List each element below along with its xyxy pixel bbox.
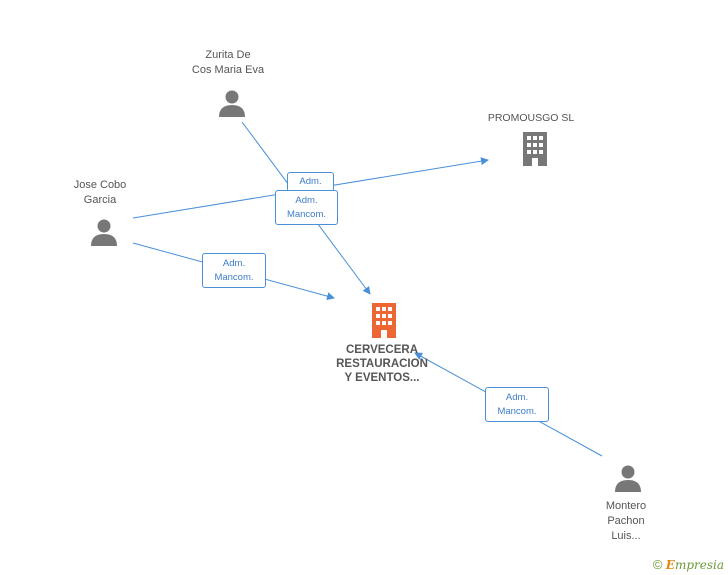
- building-icon[interactable]: [368, 303, 400, 338]
- node-label-promousgo[interactable]: PROMOUSGO SL: [487, 112, 575, 124]
- person-icon[interactable]: [217, 89, 247, 119]
- edge-label-montero-cervecera[interactable]: Adm. Mancom.: [485, 387, 549, 422]
- brand-logo: Empresia: [665, 558, 724, 572]
- copyright-symbol: ©: [652, 557, 663, 572]
- edge-label-jose-cervecera[interactable]: Adm. Mancom.: [202, 253, 266, 288]
- node-label-jose[interactable]: Jose Cobo Garcia: [73, 179, 127, 206]
- node-label-montero[interactable]: Montero Pachon Luis...: [605, 500, 647, 542]
- edge-label-zurita-cervecera[interactable]: Adm. Mancom.: [275, 190, 338, 225]
- person-icon[interactable]: [89, 218, 119, 248]
- edge-label-jose-promousgo[interactable]: Adm.: [287, 172, 334, 192]
- footer-watermark: © Empresia: [653, 557, 724, 572]
- node-label-zurita[interactable]: Zurita De Cos Maria Eva: [191, 49, 265, 76]
- building-icon[interactable]: [520, 132, 550, 166]
- person-icon[interactable]: [613, 464, 643, 494]
- node-label-cervecera[interactable]: CERVECERA RESTAURACION Y EVENTOS...: [336, 344, 428, 384]
